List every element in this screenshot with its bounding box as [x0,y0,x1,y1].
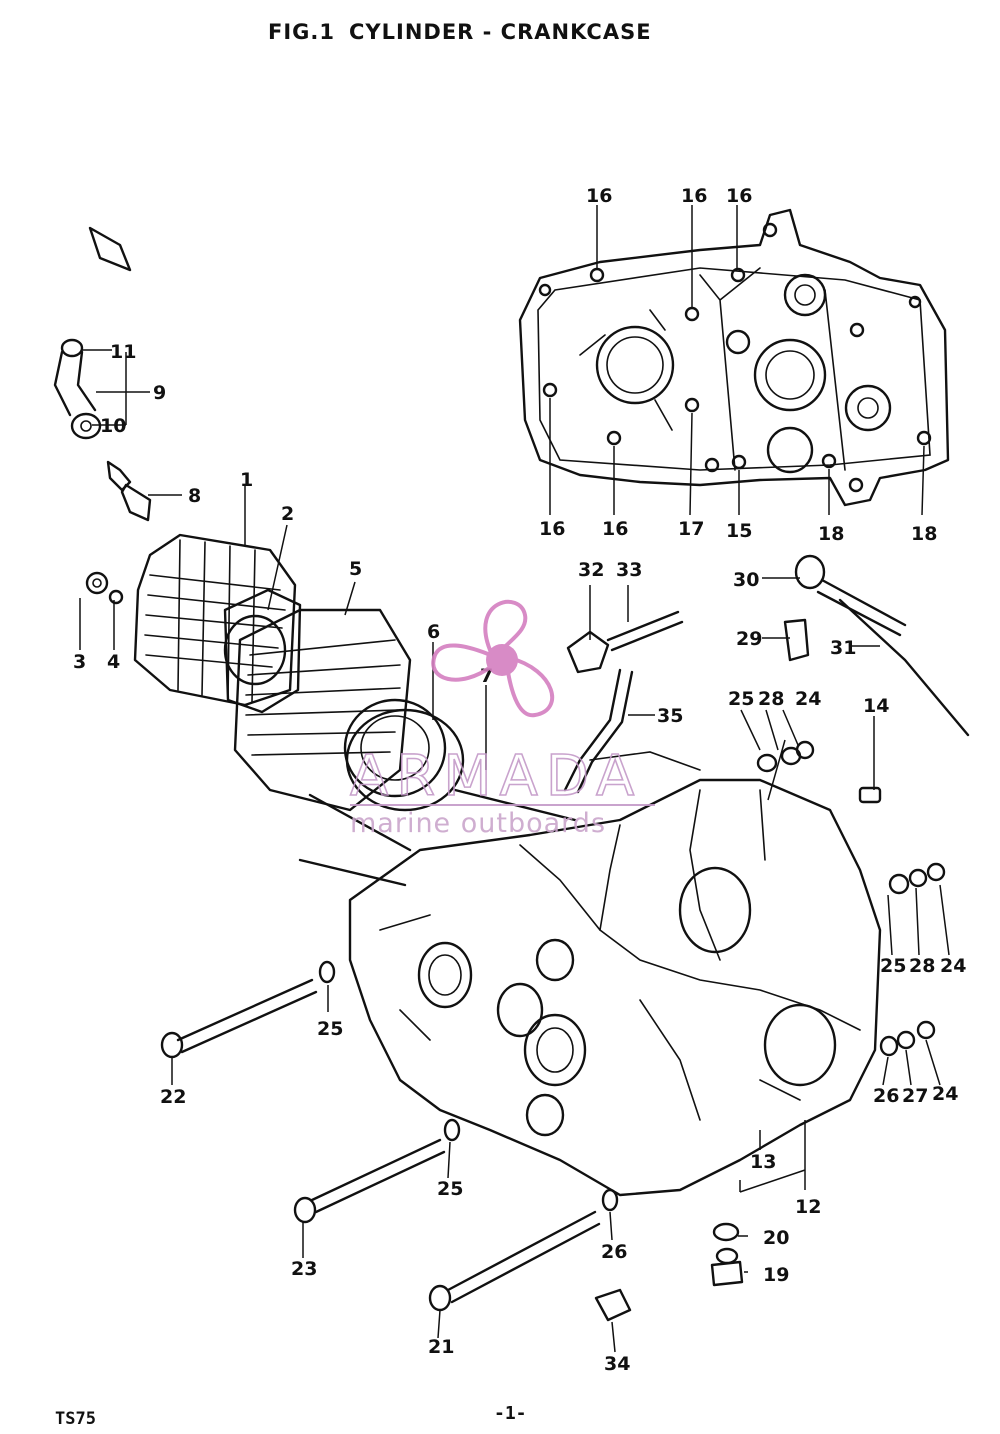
callout-34: 34 [604,1353,630,1375]
callout-21: 21 [428,1336,454,1358]
callout-29: 29 [736,628,762,650]
callout-35: 35 [657,705,683,727]
bolt-holes [542,267,932,473]
callout-25: 25 [728,688,754,710]
figure-number: FIG.1 [268,20,335,44]
nut-and-washer [85,571,124,605]
oil-union-fitting [53,338,102,440]
callout-16: 16 [586,185,612,207]
callout-9: 9 [153,382,166,404]
callout-1: 1 [240,469,253,491]
callout-6: 6 [427,621,440,643]
callout-15: 15 [726,520,752,542]
release-rod [838,598,970,737]
dowel-pin-14 [858,786,882,804]
callout-22: 22 [160,1086,186,1108]
figure-title: FIG.1 CYLINDER - CRANKCASE [268,20,666,44]
callout-16: 16 [726,185,752,207]
watermark: ARMADA marine outboards [349,599,655,839]
callout-16: 16 [602,518,628,540]
callout-24: 24 [940,955,966,977]
head-gasket [223,588,302,714]
washers [318,740,946,1212]
breather-hose [563,668,634,794]
figure-name: CYLINDER - CRANKCASE [349,20,652,44]
callout-25: 25 [880,955,906,977]
crankcase-assembly [348,751,882,1197]
callout-10: 10 [100,415,126,437]
callout-11: 11 [110,341,136,363]
callout-26: 26 [873,1085,899,1107]
callout-8: 8 [188,485,201,507]
crankcase-bolt-23 [293,1138,446,1224]
small-fitting-top-left [88,226,132,272]
callout-28: 28 [909,955,935,977]
callout-16: 16 [539,518,565,540]
watermark-brand: ARMADA [350,744,642,809]
pin-33 [606,610,684,652]
callout-26: 26 [601,1241,627,1263]
page-number: -1- [494,1403,527,1424]
callout-2: 2 [281,503,294,525]
callout-14: 14 [863,695,889,717]
drain-plug [710,1222,744,1287]
watermark-tagline: marine outboards [350,808,606,839]
cylinder [233,608,447,812]
cable-joint [783,618,810,662]
callout-31: 31 [830,637,856,659]
callout-13: 13 [750,1151,776,1173]
callout-24: 24 [795,688,821,710]
crankcase-bolt-22 [160,978,318,1059]
callout-25: 25 [317,1018,343,1040]
cap-34 [594,1288,632,1322]
callout-labels: 16 16 16 16 16 17 15 18 18 11 9 10 8 1 2… [73,185,966,1375]
callout-17: 17 [678,518,704,540]
propeller-logo-icon [431,599,555,718]
cylinder-head [133,533,297,707]
callout-27: 27 [902,1085,928,1107]
callout-33: 33 [616,559,642,581]
model-code: TS75 [55,1409,96,1429]
callout-18: 18 [911,523,937,545]
crankcase-half-inner-view [518,208,950,507]
callout-5: 5 [349,558,362,580]
callout-25: 25 [437,1178,463,1200]
oil-line-fitting [566,630,610,674]
callout-12: 12 [795,1196,821,1218]
callout-19: 19 [763,1264,789,1286]
callout-23: 23 [291,1258,317,1280]
callout-16: 16 [681,185,707,207]
callout-3: 3 [73,651,86,673]
callout-4: 4 [107,651,120,673]
callout-24: 24 [932,1083,958,1105]
callout-32: 32 [578,559,604,581]
callout-30: 30 [733,569,759,591]
crankcase-bolt-21 [428,1210,601,1312]
base-gasket [345,708,465,812]
callout-28: 28 [758,688,784,710]
spark-plug [106,460,152,522]
callout-18: 18 [818,523,844,545]
clutch-release-arm [794,554,907,637]
leader-lines [79,205,950,1353]
callout-20: 20 [763,1227,789,1249]
